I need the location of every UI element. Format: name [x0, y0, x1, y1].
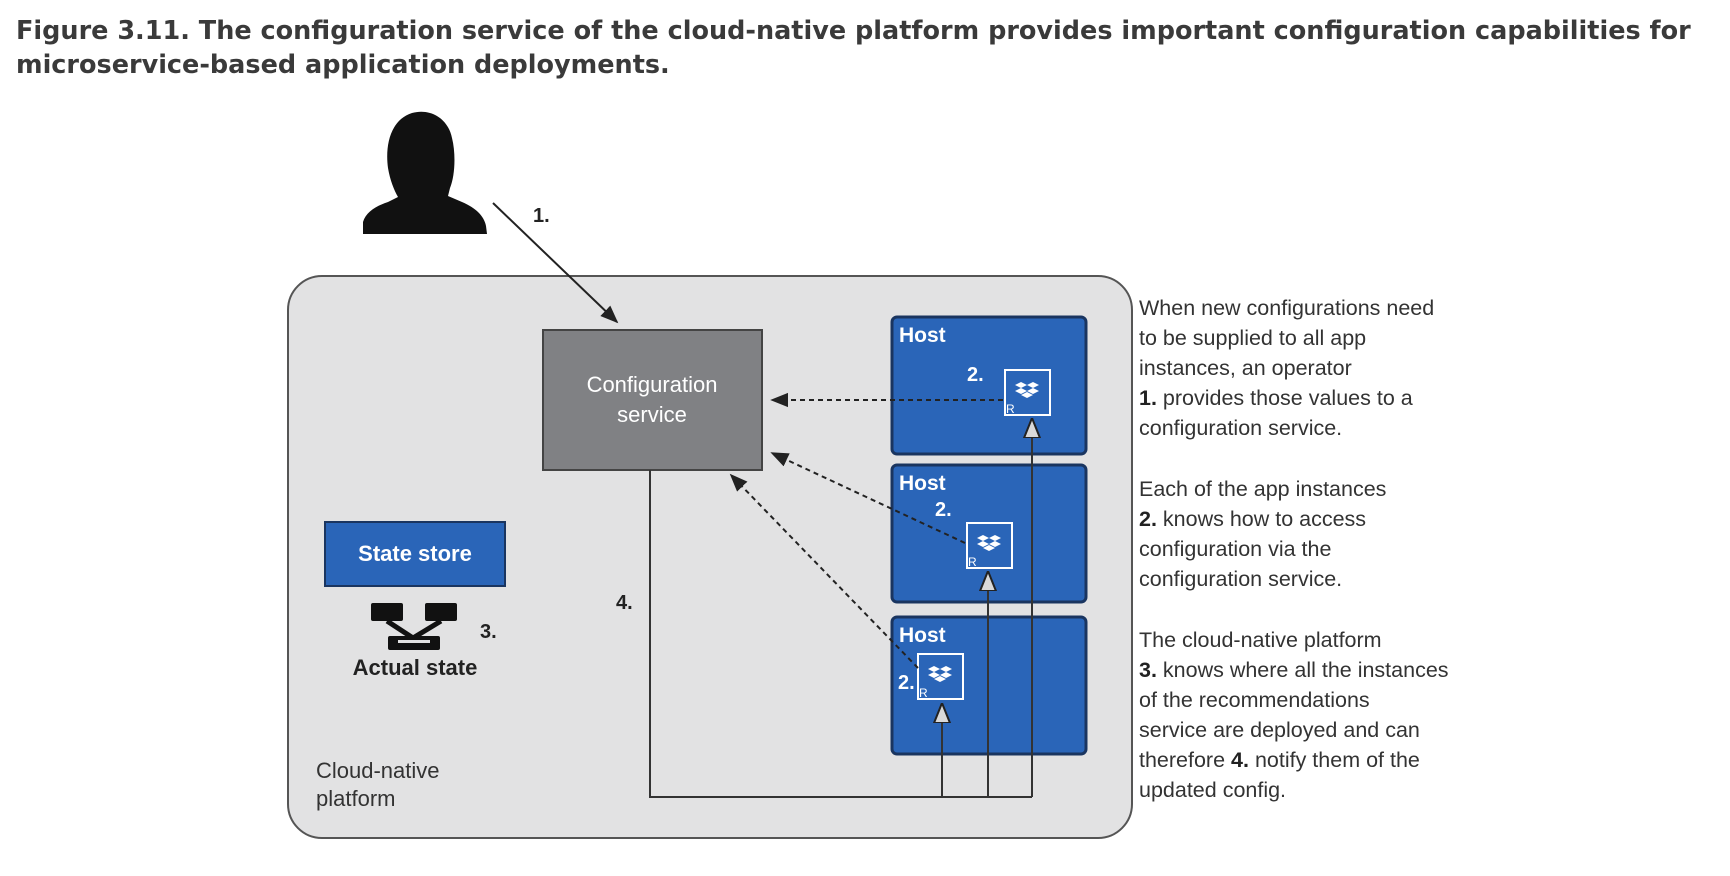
instance-1-badge: R: [1006, 402, 1015, 416]
arrow-operator-to-config: [492, 202, 619, 324]
notify-line-bus: [649, 470, 1032, 798]
host-2-label: Host: [899, 472, 946, 495]
description-paragraph-1: When new configurations need to be suppl…: [1139, 293, 1559, 443]
description-line: of the recommendations: [1139, 688, 1370, 712]
instance-3-badge: R: [919, 686, 928, 700]
description-line: to be supplied to all app: [1139, 326, 1367, 350]
description-text: knows how to access: [1156, 507, 1367, 531]
actual-state-label: Actual state: [353, 655, 478, 680]
host-box-2: Host 2. R: [890, 463, 1088, 604]
figure-caption: Figure 3.11. The configuration service o…: [16, 16, 1691, 80]
description-line: configuration service.: [1139, 567, 1343, 591]
step-4-label: 4.: [616, 592, 633, 614]
description-paragraph-2: Each of the app instances 2. knows how t…: [1139, 474, 1559, 594]
description-line: The cloud-native platform: [1139, 628, 1382, 652]
host-3-step-2-label: 2.: [898, 672, 915, 694]
description-line: service are deployed and can: [1139, 718, 1420, 742]
step-number: 3.: [1139, 658, 1157, 682]
config-service-label-line1: Configuration: [587, 372, 718, 397]
config-service-label-line2: service: [617, 402, 687, 427]
host-box-1: Host 2. R: [890, 315, 1088, 456]
description-line: Each of the app instances: [1139, 477, 1387, 501]
description-text: knows where all the instances: [1156, 658, 1449, 682]
description-text: therefore: [1139, 748, 1232, 772]
step-number: 1.: [1139, 386, 1157, 410]
operator-silhouette-icon: [363, 111, 487, 234]
state-store-box: [324, 521, 506, 587]
platform-label-line1: Cloud-native: [316, 758, 440, 783]
description-line: updated config.: [1139, 778, 1287, 802]
host-1-step-2-label: 2.: [967, 364, 984, 386]
step-1-label: 1.: [533, 205, 550, 227]
description-line: 2. knows how to access: [1139, 504, 1559, 534]
state-store-label: State store: [358, 541, 472, 566]
description-line: configuration via the: [1139, 537, 1332, 561]
step-number: 4.: [1231, 748, 1249, 772]
network-topology-icon: [371, 603, 457, 650]
host-3-label: Host: [899, 624, 946, 647]
configuration-service-box: [542, 329, 763, 471]
description-line: 3. knows where all the instances: [1139, 655, 1559, 685]
description-paragraph-3: The cloud-native platform 3. knows where…: [1139, 625, 1559, 805]
platform-label-line2: platform: [316, 786, 395, 811]
host-2-step-2-label: 2.: [935, 499, 952, 521]
description-text: notify them of the: [1248, 748, 1420, 772]
instance-2-badge: R: [968, 555, 977, 569]
step-3-label: 3.: [480, 621, 497, 643]
step-number: 2.: [1139, 507, 1157, 531]
description-line: When new configurations need: [1139, 296, 1435, 320]
host-1-label: Host: [899, 324, 946, 347]
description-text: provides those values to a: [1156, 386, 1413, 410]
description-line: configuration service.: [1139, 416, 1343, 440]
description-line: instances, an operator: [1139, 356, 1352, 380]
description-line: 1. provides those values to a: [1139, 383, 1559, 413]
description-line: therefore 4. notify them of the: [1139, 745, 1559, 775]
